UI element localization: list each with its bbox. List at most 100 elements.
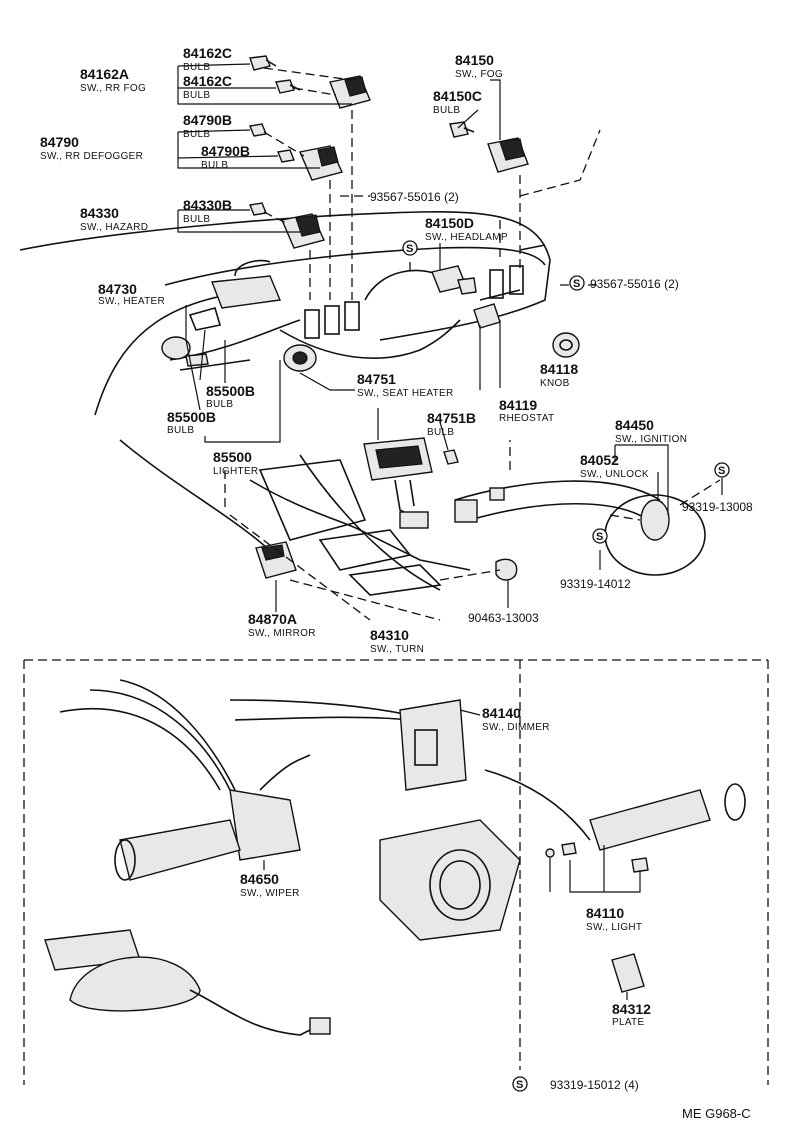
part-84162a-switch <box>329 75 371 109</box>
part-description: SW., WIPER <box>240 888 300 899</box>
drawing-code: ME G968-C <box>682 1106 751 1121</box>
part-number: 93567-55016 (2) <box>370 190 459 204</box>
part-84751b-bulb <box>443 449 459 465</box>
part-number: 84790 <box>40 134 79 150</box>
part-number: 93319-13008 <box>682 500 753 514</box>
part-number: 84751 <box>357 371 396 387</box>
part-90463-clip <box>495 558 518 581</box>
part-84118-knob <box>552 332 580 358</box>
part-description: BULB <box>183 129 210 140</box>
part-description: SW., IGNITION <box>615 434 687 445</box>
part-description: SW., UNLOCK <box>580 469 649 480</box>
part-description: BULB <box>167 425 194 436</box>
projection-lines <box>23 67 769 1085</box>
part-description: SW., RR DEFOGGER <box>40 151 143 162</box>
part-number: 93567-55016 (2) <box>590 277 679 291</box>
part-84310-turn <box>379 819 521 941</box>
callout-labels: 84162C BULB 84162C BULB 84162A SW., RR F… <box>40 45 753 1092</box>
part-description: PLATE <box>612 1017 644 1028</box>
part-84310-cable-reel <box>44 929 331 1036</box>
leader-lines <box>177 63 723 1000</box>
part-number: 84751B <box>427 410 476 426</box>
part-number: 84870A <box>248 611 297 627</box>
part-number: 84162A <box>80 66 129 82</box>
part-number: 84150 <box>455 52 494 68</box>
part-number: 84330 <box>80 205 119 221</box>
part-number: 84162C <box>183 45 232 61</box>
part-number: 84140 <box>482 705 521 721</box>
part-84162c-bulb-1 <box>249 55 277 71</box>
part-description: SW., LIGHT <box>586 922 642 933</box>
part-84790-switch <box>299 145 343 181</box>
part-number: 84790B <box>183 112 232 128</box>
svg-text:S: S <box>718 465 725 477</box>
screw-symbol-2: S <box>569 275 585 291</box>
part-number: 84790B <box>201 143 250 159</box>
part-84150-switch <box>487 137 529 173</box>
part-number: 84150C <box>433 88 482 104</box>
part-number: 84052 <box>580 452 619 468</box>
svg-text:S: S <box>516 1079 523 1091</box>
part-description: BULB <box>427 427 454 438</box>
part-number: 84730 <box>98 281 137 297</box>
part-84330-switch <box>281 213 325 249</box>
part-description: BULB <box>183 90 210 101</box>
part-description: SW., HEATER <box>98 296 165 307</box>
svg-text:S: S <box>573 278 580 290</box>
part-number: 84330B <box>183 197 232 213</box>
part-description: SW., FOG <box>455 69 503 80</box>
part-84751-seat-heater-switch <box>363 437 433 529</box>
part-number: 84118 <box>540 361 578 377</box>
part-85500-lighter <box>161 336 317 372</box>
part-84150d-switch <box>431 265 477 295</box>
part-description: SW., DIMMER <box>482 722 550 733</box>
part-84730-heater-switch <box>188 259 281 331</box>
part-description: SW., HEADLAMP <box>425 232 508 243</box>
part-84119-rheostat <box>473 303 501 329</box>
part-description: BULB <box>206 399 233 410</box>
part-84150c-bulb <box>449 121 475 138</box>
part-number: 84312 <box>612 1001 651 1017</box>
part-number: 84150D <box>425 215 474 231</box>
part-description: LIGHTER <box>213 466 258 477</box>
part-description: BULB <box>201 160 228 171</box>
svg-text:S: S <box>406 243 413 255</box>
part-description: KNOB <box>540 378 570 389</box>
part-number: 90463-13003 <box>468 611 539 625</box>
part-number: 85500 <box>213 449 252 465</box>
part-84140-dimmer <box>229 699 467 791</box>
part-description: SW., MIRROR <box>248 628 316 639</box>
part-84870a-mirror-switch <box>255 541 297 579</box>
part-description: BULB <box>183 62 210 73</box>
part-number: 84110 <box>586 905 624 921</box>
part-description: SW., SEAT HEATER <box>357 388 453 399</box>
screw-symbol-1: S <box>402 240 418 256</box>
part-84162c-bulb-2 <box>275 79 301 94</box>
part-description: RHEOSTAT <box>499 413 554 424</box>
part-84450-ignition <box>454 480 706 576</box>
svg-text:S: S <box>596 531 603 543</box>
part-description: SW., HAZARD <box>80 222 148 233</box>
screw-symbol-3: S <box>714 462 730 478</box>
part-number: 84450 <box>615 417 654 433</box>
screw-symbol-5: S <box>512 1076 528 1092</box>
part-description: SW., RR FOG <box>80 83 146 94</box>
part-description: SW., TURN <box>370 644 424 655</box>
part-number: 84310 <box>370 627 409 643</box>
part-number: 85500B <box>167 409 216 425</box>
part-number: 85500B <box>206 383 255 399</box>
part-84312-plate <box>611 953 645 993</box>
part-84330b-bulb <box>249 202 267 216</box>
part-84790b-bulb-2 <box>277 149 295 163</box>
part-number: 84650 <box>240 871 279 887</box>
part-description: BULB <box>183 214 210 225</box>
part-number: 93319-15012 (4) <box>550 1078 639 1092</box>
part-84110-light <box>484 769 746 873</box>
part-number: 84119 <box>499 397 537 413</box>
part-84790b-bulb-1 <box>249 123 267 137</box>
screw-symbol-4: S <box>592 528 608 544</box>
part-number: 84162C <box>183 73 232 89</box>
dashboard-outline <box>19 210 551 596</box>
part-description: BULB <box>433 105 460 116</box>
